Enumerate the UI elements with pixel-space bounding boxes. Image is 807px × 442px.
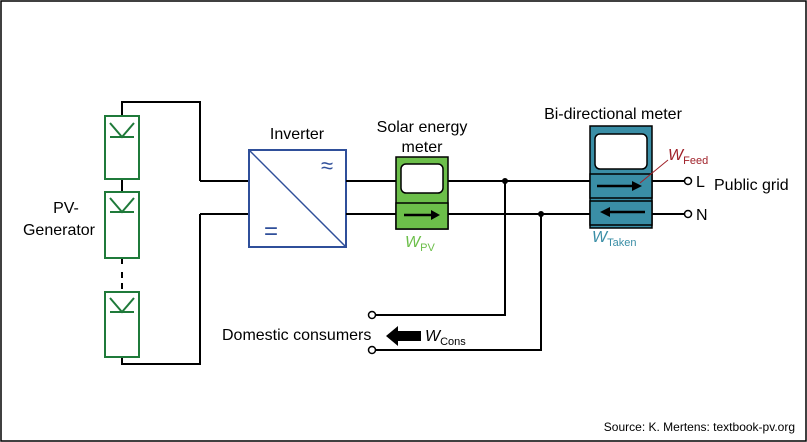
w-feed-label: WFeed [668,147,708,167]
w-cons-label: WCons [425,328,466,348]
inverter-box: ≈ = [248,149,347,248]
pv-panel-bottom [104,291,140,358]
public-grid-label: Public grid [714,177,789,194]
solar-meter-label-line1: Solar energy [377,119,468,136]
pv-generator-label-line2: Generator [23,222,96,239]
w-feed-main: W [668,147,685,164]
taken-arrow-icon [600,207,610,217]
w-taken-sub: Taken [607,237,636,249]
main-wiring [346,180,684,351]
terminal-l-label: L [696,174,705,191]
w-feed-pointer [639,159,669,184]
w-pv-main: W [405,234,422,251]
solar-meter-label-line2: meter [402,139,444,156]
bidirectional-meter [589,125,653,229]
grid-terminal-l [683,176,693,186]
source-credit: Source: K. Mertens: textbook-pv.org [604,420,795,434]
w-feed-sub: Feed [683,155,708,167]
pv-wiring [121,101,249,365]
w-pv-label: WPV [405,234,435,254]
consumer-terminal-top [367,310,377,320]
terminal-n-label: N [696,207,708,224]
pv-generator-label-line1: PV- [53,200,79,217]
junction-l [502,178,508,184]
w-taken-main: W [592,229,609,246]
inverter-ac-icon: ≈ [321,153,333,178]
feed-arrow-icon [632,181,642,191]
inverter-dc-icon: = [264,218,278,245]
w-taken-label: WTaken [592,229,636,249]
junction-n [538,211,544,217]
consumption-arrow-icon [386,326,421,346]
solar-energy-meter [395,156,449,230]
bidirectional-meter-label: Bi-directional meter [544,106,683,123]
w-cons-main: W [425,328,442,345]
solar-meter-arrow-icon [431,210,440,220]
consumer-terminal-bottom [367,345,377,355]
domestic-consumers-label: Domestic consumers [222,327,371,344]
pv-panel-middle [104,191,140,259]
inverter-label: Inverter [270,126,325,143]
w-cons-sub: Cons [440,336,466,348]
w-pv-sub: PV [420,242,435,254]
grid-terminal-n [683,209,693,219]
pv-panel-top [104,115,140,180]
